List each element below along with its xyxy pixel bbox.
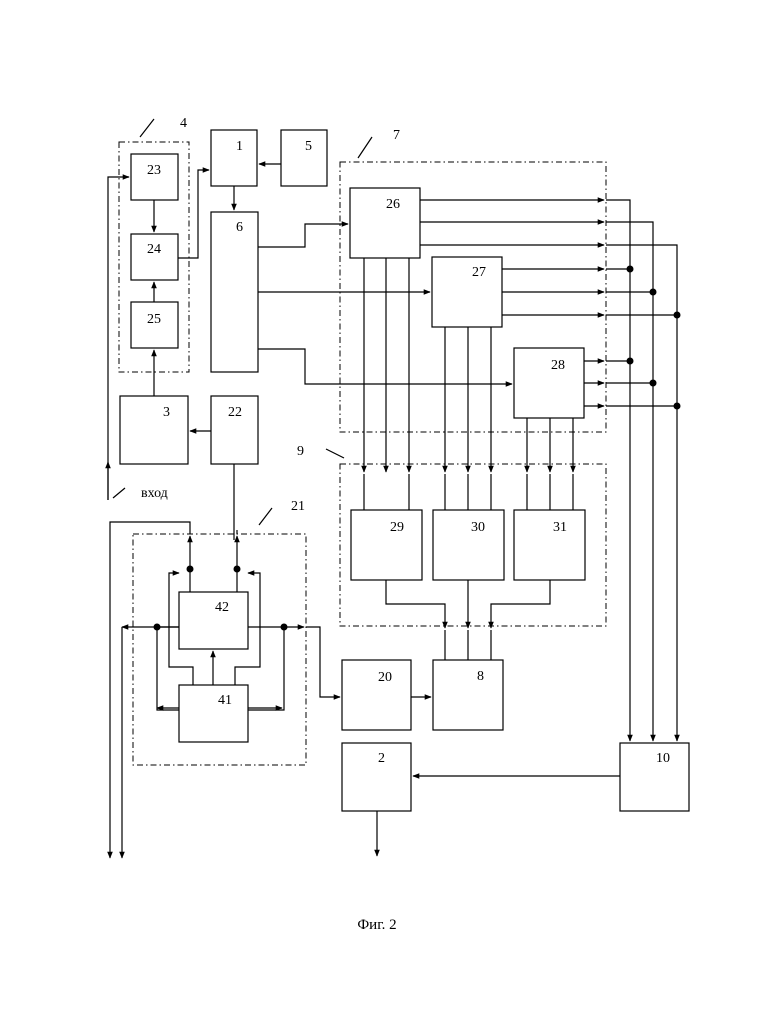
block-2: 2	[342, 743, 411, 811]
block-6: 6	[211, 212, 258, 372]
block-41: 41	[179, 685, 248, 742]
group-9-label: 9	[297, 444, 304, 459]
block-25: 25	[131, 302, 178, 348]
block-5-label: 5	[305, 139, 312, 154]
block-25-label: 25	[147, 312, 161, 327]
block-3-label: 3	[163, 405, 170, 420]
input-label: вход	[141, 486, 168, 501]
block-8-label: 8	[477, 669, 484, 684]
block-3: 3	[120, 396, 188, 464]
block-1-label: 1	[236, 139, 243, 154]
block-31-label: 31	[553, 520, 567, 535]
block-30-label: 30	[471, 520, 485, 535]
block-27: 27	[432, 257, 502, 327]
group-7-label: 7	[393, 128, 400, 143]
block-28: 28	[514, 348, 584, 418]
block-42-label: 42	[215, 600, 229, 615]
block-20: 20	[342, 660, 411, 730]
block-28-label: 28	[551, 358, 565, 373]
block-2-label: 2	[378, 751, 385, 766]
block-26: 26	[350, 188, 420, 258]
block-23: 23	[131, 154, 178, 200]
connections-9-8	[386, 580, 550, 660]
block-24-label: 24	[147, 242, 161, 257]
block-42: 42	[179, 592, 248, 649]
block-6-label: 6	[236, 220, 243, 235]
block-22-label: 22	[228, 405, 242, 420]
block-26-label: 26	[386, 197, 400, 212]
block-8: 8	[433, 660, 503, 730]
connections-bottom	[377, 776, 620, 856]
input-leader	[113, 488, 125, 498]
block-22: 22	[211, 396, 258, 464]
block-20-label: 20	[378, 670, 392, 685]
group-21-label: 21	[291, 499, 305, 514]
block-23-label: 23	[147, 163, 161, 178]
block-5: 5	[281, 130, 327, 186]
figure-caption: Фиг. 2	[357, 917, 396, 933]
block-10-label: 10	[656, 751, 670, 766]
block-27-label: 27	[472, 265, 486, 280]
block-24: 24	[131, 234, 178, 280]
block-1: 1	[211, 130, 257, 186]
block-29-label: 29	[390, 520, 404, 535]
block-29: 29	[351, 510, 422, 580]
block-41-label: 41	[218, 693, 232, 708]
block-30: 30	[433, 510, 504, 580]
block-31: 31	[514, 510, 585, 580]
group-4-label: 4	[180, 116, 187, 131]
block-10: 10	[620, 743, 689, 811]
